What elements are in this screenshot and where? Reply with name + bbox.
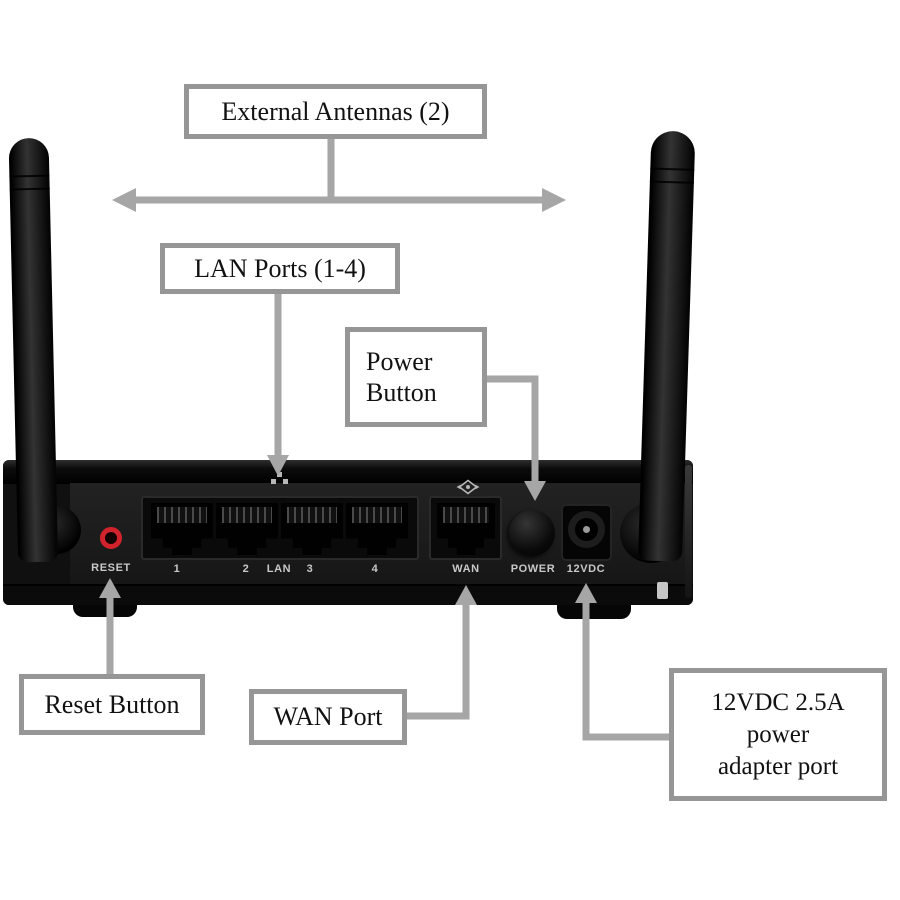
lan-group-label: LAN [266, 563, 292, 575]
arrowhead-left-antenna [112, 188, 136, 212]
callout-wan-port: WAN Port [249, 689, 407, 745]
left-antenna [8, 137, 59, 563]
lan-network-icon [271, 472, 289, 484]
router-bottom-edge [3, 584, 693, 605]
dc-callout-elbow [582, 602, 670, 741]
rj45-pins [442, 507, 490, 523]
lan3-label: 3 [306, 563, 314, 575]
reset-button [100, 527, 122, 549]
callout-power-button: Power Button [345, 327, 487, 427]
antenna-groove [9, 174, 50, 191]
lan-port-3 [281, 503, 343, 555]
wan-callout-elbow [406, 604, 470, 720]
wan-globe-icon [456, 479, 480, 495]
arrowhead-right-antenna [542, 188, 566, 212]
router-top-edge [3, 460, 693, 484]
power-button [509, 510, 555, 556]
callout-external-antennas: External Antennas (2) [184, 84, 487, 139]
lan4-label: 4 [371, 563, 379, 575]
callout-power-adapter-line3: adapter port [717, 752, 839, 780]
antenna-groove [649, 167, 695, 184]
rj45-pins [287, 507, 337, 523]
callout-power-adapter-line1: 12VDC 2.5A [711, 688, 845, 716]
wan-label: WAN [452, 563, 480, 575]
dc-jack-pin [583, 526, 590, 533]
callout-reset-button-text: Reset Button [44, 689, 180, 719]
callout-power-adapter: 12VDC 2.5A power adapter port [669, 668, 887, 801]
power-label: POWER [510, 563, 556, 575]
dc-label: 12VDC [566, 563, 606, 575]
dc-jack-barrel [568, 511, 605, 548]
reset-label: RESET [91, 562, 131, 574]
callout-power-line1: Power [366, 346, 433, 376]
callout-wan-port-text: WAN Port [273, 702, 383, 732]
callout-lan-ports: LAN Ports (1-4) [160, 243, 400, 294]
callout-lan-ports-text: LAN Ports (1-4) [194, 253, 366, 283]
rj45-pins [352, 507, 402, 523]
mount-notch [657, 582, 668, 599]
rj45-pins [157, 507, 207, 523]
lan1-label: 1 [173, 563, 181, 575]
rj45-pins [222, 507, 272, 523]
lan2-label: 2 [242, 563, 250, 575]
callout-reset-button: Reset Button [19, 674, 205, 735]
callout-power-adapter-line2: power [746, 720, 810, 748]
callout-power-line2: Button [366, 378, 437, 407]
router-side-edge [685, 465, 692, 598]
callout-external-antennas-text: External Antennas (2) [221, 96, 450, 126]
